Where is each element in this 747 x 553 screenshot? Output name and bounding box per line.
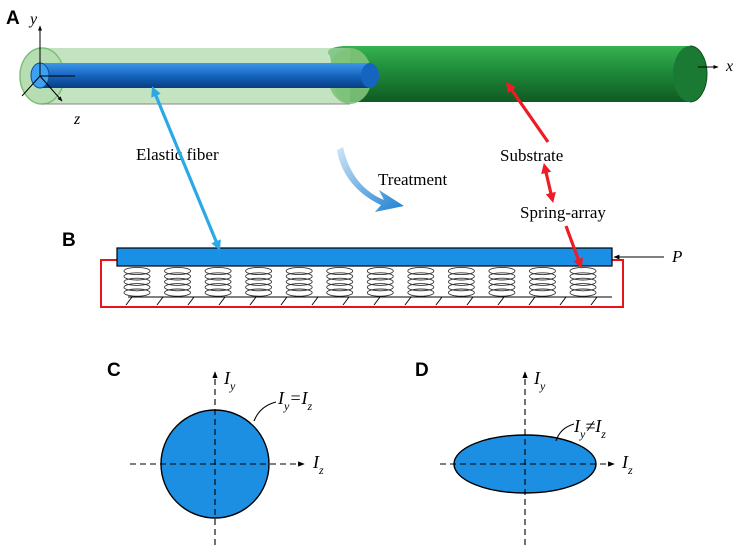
ground-hatch: [466, 296, 474, 306]
substrate-spring-link-arrow: [541, 163, 556, 203]
ground-hatch: [497, 296, 505, 306]
fiber-beam: [116, 247, 613, 267]
ground-hatch: [218, 296, 226, 306]
spring: [285, 266, 313, 297]
spring: [529, 266, 556, 297]
d-relation-leader: [555, 423, 575, 442]
panel-c: C Iy Iz Iy=Iz: [107, 360, 324, 545]
d-axis-label-v: Iy: [533, 368, 546, 393]
panel-a-label: A: [6, 8, 20, 29]
panel-d-label: D: [415, 360, 429, 381]
spring-array: [123, 266, 597, 297]
ground-hatch: [280, 296, 288, 306]
treatment-label: Treatment: [378, 170, 448, 189]
c-relation-label: Iy=Iz: [277, 388, 312, 413]
c-axis-label-v: Iy: [223, 368, 236, 393]
ground-hatch: [590, 296, 598, 306]
c-axis-label-h: Iz: [312, 452, 324, 477]
fiber-callout-arrow: [151, 86, 221, 251]
ground-hatch: [125, 296, 133, 306]
spring: [488, 266, 516, 297]
panel-b: B P Spring-array: [62, 203, 682, 308]
panel-a: A y z x Elastic f: [6, 8, 733, 212]
panel-d: D Iy Iz Iy≠Iz: [415, 360, 633, 545]
ground-hatch: [404, 296, 412, 306]
ground-hatch: [559, 296, 567, 306]
spring: [245, 266, 273, 297]
axis-label-z: z: [73, 111, 81, 128]
spring: [447, 266, 475, 297]
elastic-fiber-rod: [30, 62, 379, 89]
spring: [123, 266, 151, 297]
z-axis-arrow: [39, 75, 63, 102]
ground-hatch: [311, 296, 319, 306]
spring: [407, 266, 435, 297]
ground-hatch: [187, 296, 195, 306]
spring-callout-arrow: [564, 225, 584, 269]
substrate-label: Substrate: [500, 146, 563, 165]
treatment-arrow: [337, 147, 404, 212]
d-axis-label-h: Iz: [621, 452, 633, 477]
spring-array-label: Spring-array: [520, 203, 606, 222]
ground-hatch: [249, 296, 257, 306]
spring: [164, 266, 191, 297]
d-relation-label: Iy≠Iz: [573, 416, 606, 441]
ground-hatch: [373, 296, 381, 306]
ground-hatching: [125, 296, 598, 306]
spring: [326, 266, 354, 297]
spring: [204, 266, 232, 297]
z-axis-back: [21, 75, 41, 97]
load-label: P: [671, 247, 682, 266]
ground-hatch: [435, 296, 443, 306]
axis-label-y: y: [28, 11, 38, 28]
panel-b-label: B: [62, 230, 76, 251]
ground-hatch: [156, 296, 164, 306]
substrate-callout-arrow: [506, 81, 550, 143]
axis-label-x: x: [725, 58, 733, 75]
substrate-cylinder: [327, 45, 708, 103]
spring: [366, 266, 394, 297]
spring: [569, 266, 597, 297]
c-relation-leader: [253, 401, 277, 422]
ground-hatch: [528, 296, 536, 306]
panel-c-label: C: [107, 360, 121, 381]
ground-hatch: [342, 296, 350, 306]
